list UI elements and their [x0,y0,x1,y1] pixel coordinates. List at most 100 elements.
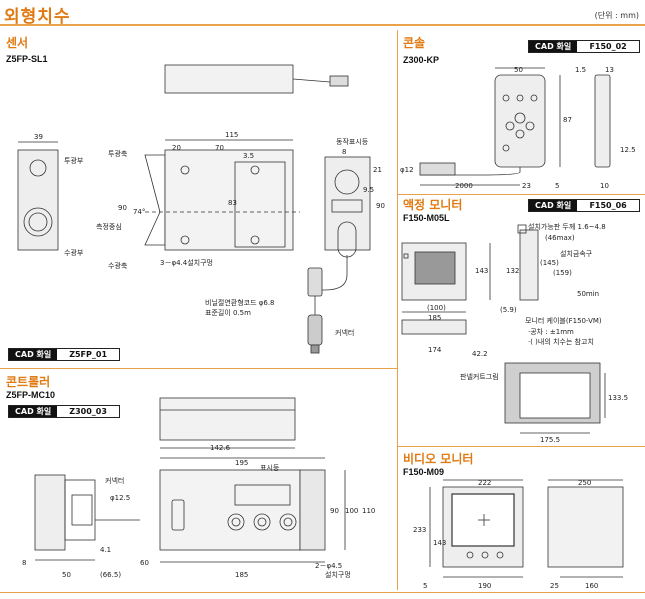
dim-label: 12.5 [620,146,636,154]
console-cable [420,167,521,176]
dim-label: 39 [34,133,43,141]
dim-label: 160 [585,582,598,590]
sensor-side-body [17,149,59,251]
sensor-cad-badge: CAD 화일 Z5FP_01 [8,348,120,361]
dim-label: 2000 [455,182,473,190]
connector-label: 커넥터 [335,328,354,337]
receiver-label: 수광부 [64,249,84,257]
console-divider [398,194,645,195]
console-model: Z300-KP [403,55,440,65]
dim-label: 5 [423,582,427,590]
dim-label: (66.5) [100,571,121,579]
cad-value: Z300_03 [57,406,119,417]
dim-label: 3.5 [243,152,254,160]
dim-label: 2－φ4.5 [315,562,342,570]
dim-label: 70 [215,144,224,152]
panel-cut-label: 판넬커트그림 [460,372,499,381]
dim-label: (159) [553,269,572,277]
lcd-cad-badge: CAD 화일 F150_06 [528,199,640,212]
dim-label: 21 [373,166,382,174]
indicator-label: 동작표시등 [336,137,369,146]
controller-top-body [159,397,296,441]
dim-label: 20 [172,144,181,152]
dim-label: 250 [578,479,591,487]
sensor-connector [307,314,323,346]
lcd-ref-label: ·( )내의 치수는 참고치 [528,337,594,346]
dim-label: 1.5 [575,66,586,74]
emit-axis-label: 투광축 [108,149,128,158]
lcd-hole-label: 설치금속구 [560,249,593,258]
console-body [494,74,546,168]
dim-label: 9.5 [363,186,374,194]
dim-label: 5 [555,182,559,190]
mount-holes-label: 3－φ4.4설치구멍 [160,258,213,267]
dim-label: φ12.5 [110,494,130,502]
cad-value: F150_06 [577,200,639,211]
sensor-top-body [164,64,294,94]
title-rule [0,24,645,26]
sensor-model: Z5FP-SL1 [6,54,48,64]
cad-label: CAD 화일 [9,349,58,360]
bottom-rule [0,592,645,593]
dim-label: 87 [563,116,572,124]
dim-label: (100) [427,304,446,312]
dim-label: 100 [345,507,358,515]
lcd-side [519,229,539,301]
cad-label: CAD 화일 [529,41,578,52]
lcd-cable-label: 모니터 케이블(F150-VM) [525,316,602,325]
dim-label: 233 [413,526,426,534]
page-title: 외형치수 [4,7,71,27]
dim-label: 143 [433,539,446,547]
dim-label: 185 [235,571,248,579]
controller-mount-label: 설치구멍 [325,570,351,579]
controller-indicator-label: 표시등 [260,464,280,472]
dim-label: 4.1 [100,546,111,554]
recv-axis-label: 수광축 [108,261,128,270]
dim-label: 90 [330,507,339,515]
dim-label: φ12 [400,166,414,174]
sensor-section-title: 센서 [6,36,29,50]
emitter-label: 투광부 [64,157,84,165]
controller-side-body [34,474,66,551]
dim-label: 110 [362,507,375,515]
lcd-bottom [401,319,467,335]
lcd-thickness-label: 설치가능판 두께 1.6~4.8 [528,222,606,231]
video-side [547,486,624,568]
dim-label: (145) [540,259,559,267]
dim-label: 132 [506,267,519,275]
receiver-window [23,207,53,237]
dim-label: 133.5 [608,394,628,402]
controller-section-title: 콘트롤러 [6,375,51,389]
lcd-max-label: (46max) [545,234,575,242]
video-section-title: 비디오 모니터 [403,452,474,466]
dim-label: 190 [478,582,491,590]
column-divider [397,30,398,590]
lcd-divider [398,446,645,447]
sensor-divider [0,368,397,369]
dim-label: 25 [550,582,559,590]
dim-label: 23 [522,182,531,190]
dim-label: 90 [118,204,127,212]
lcd-min-label: 50min [577,290,599,298]
controller-connector-label: 커넥터 [105,476,124,485]
cad-label: CAD 화일 [9,406,58,417]
video-model: F150-M09 [403,467,445,477]
unit-note: (단위 : mm) [594,11,639,20]
cad-value: Z5FP_01 [57,349,119,360]
lcd-tol-label: ·공차 : ±1mm [528,327,574,336]
controller-model: Z5FP-MC10 [6,390,56,400]
lcd-section-title: 액정 모니터 [403,198,463,212]
sensor-cable [314,255,348,315]
console-cad-badge: CAD 화일 F150_02 [528,40,640,53]
dim-label: 13 [605,66,614,74]
dim-label: (5.9) [500,306,517,314]
controller-front-body [159,469,301,551]
measure-center-label: 측정중심 [96,222,122,231]
dim-label: 42.2 [472,350,488,358]
dim-label: 90 [376,202,385,210]
sensor-front-body [164,149,294,251]
dim-label: 143 [475,267,488,275]
dim-label: 195 [235,459,248,467]
dim-label: 50 [62,571,71,579]
